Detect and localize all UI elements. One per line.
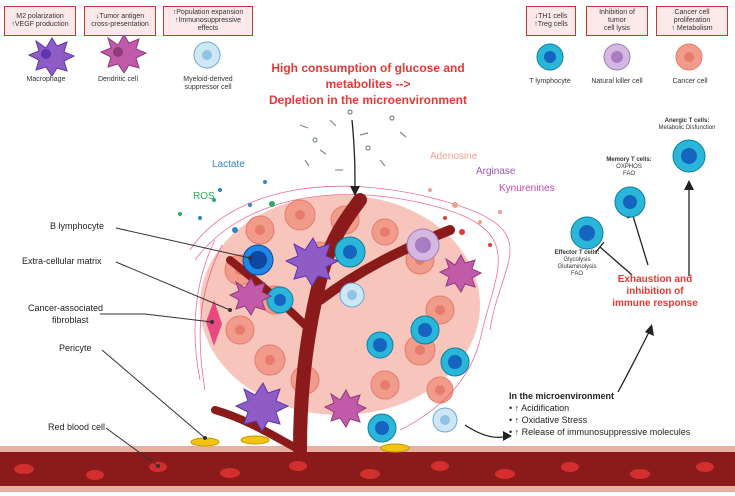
microenvironment-item: • ↑ Oxidative Stress — [509, 415, 588, 425]
effector-title: Effector T cells: — [554, 250, 600, 256]
macrophage-label: Macrophage — [26, 76, 66, 83]
pericyte-label: Pericyte — [59, 343, 92, 353]
box-line: ↑ Metabolism — [671, 25, 713, 32]
t-cell-states — [570, 139, 706, 250]
box-line: ↓TH1 cells — [534, 13, 568, 20]
lactate-label: Lactate — [212, 159, 245, 170]
b-lymphocyte-label: B lymphocyte — [50, 221, 105, 231]
cancer-label: Cancer cell — [672, 78, 708, 85]
metabolite-particles — [178, 109, 502, 247]
microenvironment-summary: In the microenvironment • ↑ Acidificatio… — [509, 390, 735, 438]
blood-vessel-wall-bottom — [0, 486, 735, 492]
effector-line: Glycolysis — [563, 257, 591, 263]
headline-line: High consumption of glucose and — [271, 61, 465, 75]
memory-line: OXPHOS — [616, 164, 642, 170]
anergic-arrowhead — [684, 180, 694, 190]
box-line: Cancer cell — [674, 9, 710, 16]
box-line: cell lysis — [603, 25, 631, 32]
box-line: M2 polarization — [16, 13, 64, 20]
leader-lines — [100, 227, 251, 467]
microenvironment-arrow — [464, 424, 509, 438]
box-line: ↑Immunosuppressive effects — [174, 17, 242, 32]
blood-vessel — [0, 452, 735, 486]
kynurenines-label: Kynurenines — [499, 183, 555, 194]
box-line: proliferation — [673, 17, 711, 24]
caf-label-line2: fibroblast — [52, 315, 89, 325]
leader-dots — [156, 256, 252, 468]
exhaustion-line: immune response — [612, 298, 698, 309]
dendritic-label: Dendritic cell — [97, 76, 139, 83]
adenosine-label: Adenosine — [430, 151, 478, 162]
box-line: ↑Population expansion — [172, 9, 244, 16]
exhaustion-arrow — [617, 329, 651, 393]
cancer-effect-box: Cancer cell proliferation ↑ Metabolism — [656, 6, 728, 36]
arginase-label: Arginase — [476, 166, 516, 177]
headline-line: Depletion in the microenvironment — [268, 93, 468, 107]
anergic-annotation: Anergic T cells: Metabolic Disfunction — [640, 118, 734, 132]
effector-line: Glutaminolysis — [557, 264, 597, 270]
effector-line: FAO — [570, 271, 583, 277]
blood-vessel-wall-top — [0, 446, 735, 452]
legend-mdsc-icon — [193, 41, 221, 69]
t-lymphocyte-label: T lymphocyte — [529, 78, 571, 85]
legend-cancer-icon — [675, 43, 703, 71]
mdsc-label-line1: Myeloid-derived — [183, 76, 233, 83]
macrophage-effect-box: M2 polarization ↑VEGF production — [4, 6, 76, 36]
t-lymphocyte-effect-box: ↓TH1 cells ↑Treg cells — [526, 6, 576, 36]
exhaustion-line: Exhaustion and — [617, 274, 693, 285]
legend-t-lymphocyte-icon — [536, 43, 564, 71]
ecm-label: Extra-cellular matrix — [22, 256, 102, 266]
exhaustion-line: inhibition of — [626, 286, 684, 297]
ros-label: ROS — [193, 191, 215, 202]
anergic-desc: Metabolic Disfunction — [658, 125, 716, 131]
memory-line: FAO — [622, 171, 635, 177]
rbc-label: Red blood cell — [48, 422, 106, 432]
pericytes — [190, 435, 410, 453]
headline: High consumption of glucose and metaboli… — [258, 60, 478, 108]
box-line: cross-presentation — [91, 21, 149, 28]
legend-nk-icon — [603, 43, 631, 71]
exhaustion-text: Exhaustion and inhibition of immune resp… — [606, 274, 704, 310]
box-line: ↑Treg cells — [534, 21, 568, 28]
depletion-arrowhead — [350, 186, 360, 196]
headline-line: metabolites --> — [325, 77, 411, 91]
effector-annotation: Effector T cells: Glycolysis Glutaminoly… — [542, 250, 612, 278]
microenvironment-arrowhead — [503, 431, 512, 441]
extracellular-matrix — [189, 185, 511, 431]
microenvironment-item: • ↑ Release of immunosuppressive molecul… — [509, 427, 691, 437]
anergic-title: Anergic T cells: — [664, 118, 710, 124]
memory-title: Memory T cells: — [606, 157, 652, 163]
fibroblast — [206, 300, 222, 346]
nk-label: Natural killer cell — [591, 78, 643, 85]
depletion-arrow — [351, 119, 356, 193]
dendritic-effect-box: ↓Tumor antigen cross-presentation — [84, 6, 156, 36]
box-line: ↓Tumor antigen — [95, 13, 145, 20]
mdsc-label-line2: suppressor cell — [184, 84, 232, 91]
legend-macrophage-icon — [27, 37, 76, 77]
legend-dendritic-icon — [99, 34, 148, 74]
memory-annotation: Memory T cells: OXPHOS FAO — [596, 157, 662, 178]
microenvironment-item: • ↑ Acidification — [509, 403, 570, 413]
nk-effect-box: Inhibition of tumor cell lysis — [586, 6, 648, 36]
red-blood-cells — [14, 461, 714, 480]
caf-label-line1: Cancer-associated — [28, 303, 104, 313]
mdsc-effect-box: ↑Population expansion ↑Immunosuppressive… — [163, 6, 253, 36]
box-line: Inhibition of tumor — [599, 9, 635, 24]
exhaustion-arrowhead — [645, 324, 654, 336]
box-line: ↑VEGF production — [11, 21, 69, 28]
tumor-immune-cells — [228, 228, 483, 443]
microenvironment-title: In the microenvironment — [509, 391, 615, 401]
